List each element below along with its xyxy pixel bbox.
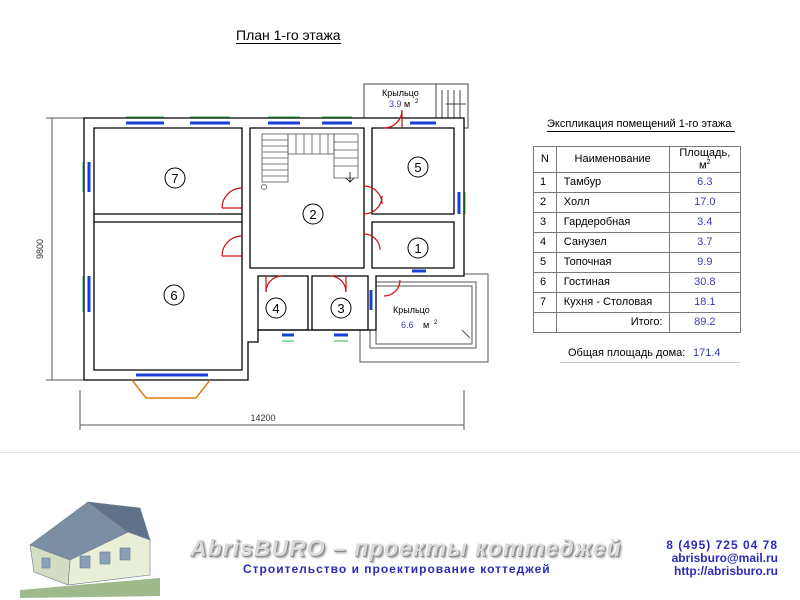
room-number-6: 6 — [170, 288, 177, 303]
table-row: 6 Гостиная 30.8 — [533, 271, 742, 293]
row-name: Гардеробная — [555, 211, 670, 233]
footer-divider — [0, 452, 800, 453]
brand-tagline: Строительство и проектирование коттеджей — [243, 562, 551, 576]
table-row: 2 Холл 17.0 — [533, 191, 742, 213]
porch-bottom — [359, 273, 489, 363]
header-area: Площадь, м2 — [668, 146, 742, 173]
table-row: 4 Санузел 3.7 — [533, 231, 742, 253]
plan-title: План 1-го этажа — [236, 27, 341, 44]
svg-text:2: 2 — [415, 99, 419, 105]
contact-website[interactable]: http://abrisburo.ru — [674, 564, 778, 578]
room-number-2: 2 — [309, 207, 316, 222]
row-area: 17.0 — [668, 191, 742, 213]
porch-top-unit: м — [404, 99, 410, 109]
contact-phone: 8 (495) 725 04 78 — [666, 538, 778, 552]
bay-window — [131, 379, 211, 399]
row-area: 18.1 — [668, 291, 742, 313]
table-total-row: Итого: 89.2 — [533, 311, 742, 333]
row-name: Тамбур — [555, 171, 670, 193]
house-total-label: Общая площадь дома: — [568, 347, 686, 359]
row-name: Гостиная — [555, 271, 670, 293]
row-number: 4 — [533, 231, 557, 253]
row-number: 2 — [533, 191, 557, 213]
row-name: Санузел — [555, 231, 670, 253]
house-total-value: 171.4 — [693, 347, 721, 359]
divider — [560, 362, 740, 363]
row-area: 3.7 — [668, 231, 742, 253]
svg-text:2: 2 — [434, 320, 438, 326]
room-number-3: 3 — [337, 301, 344, 316]
porch-bottom-unit: м — [423, 320, 429, 330]
porch-top-label: Крыльцо — [382, 88, 419, 98]
room-number-7: 7 — [171, 171, 178, 186]
room-number-4: 4 — [272, 301, 279, 316]
porch-top-area: 3.9 — [389, 99, 402, 109]
row-area: 9.9 — [668, 251, 742, 273]
total-label: Итого: — [555, 311, 670, 333]
porch-bottom-area: 6.6 — [401, 320, 414, 330]
row-number: 7 — [533, 291, 557, 313]
explication-title: Экспликация помещений 1-го этажа — [547, 118, 736, 132]
porch-bottom-label: Крыльцо — [393, 305, 430, 315]
table-row: 5 Топочная 9.9 — [533, 251, 742, 273]
dimension-lines — [46, 117, 465, 430]
row-area: 6.3 — [668, 171, 742, 193]
row-number: 6 — [533, 271, 557, 293]
room-number-5: 5 — [414, 160, 421, 175]
explication-table: N Наименование Площадь, м2 1 Тамбур 6.3 … — [533, 146, 742, 333]
row-number: 1 — [533, 171, 557, 193]
row-number: 3 — [533, 211, 557, 233]
house-illustration — [20, 501, 160, 598]
staircase — [261, 133, 359, 190]
total-empty-cell — [533, 311, 557, 333]
table-row: 7 Кухня - Столовая 18.1 — [533, 291, 742, 313]
windows — [87, 121, 461, 377]
room-markers — [163, 156, 429, 319]
contact-email[interactable]: abrisburo@mail.ru — [671, 551, 778, 565]
doors — [221, 109, 403, 297]
table-row: 3 Гардеробная 3.4 — [533, 211, 742, 233]
header-area-label: Площадь, м — [679, 147, 731, 172]
dimension-width-label: 14200 — [250, 413, 275, 423]
dimension-height-label: 9800 — [35, 239, 45, 259]
header-number: N — [533, 146, 557, 173]
row-name: Кухня - Столовая — [555, 291, 670, 313]
total-value: 89.2 — [668, 311, 742, 333]
brand-logo-text: AbrisBURO – проекты коттеджей — [190, 535, 622, 561]
header-name: Наименование — [555, 146, 670, 173]
table-header-row: N Наименование Площадь, м2 — [533, 146, 742, 173]
room-number-1: 1 — [414, 241, 421, 256]
row-area: 3.4 — [668, 211, 742, 233]
walls — [83, 117, 465, 381]
window-sills — [82, 116, 466, 342]
row-name: Холл — [555, 191, 670, 213]
row-area: 30.8 — [668, 271, 742, 293]
table-row: 1 Тамбур 6.3 — [533, 171, 742, 193]
row-name: Топочная — [555, 251, 670, 273]
row-number: 5 — [533, 251, 557, 273]
